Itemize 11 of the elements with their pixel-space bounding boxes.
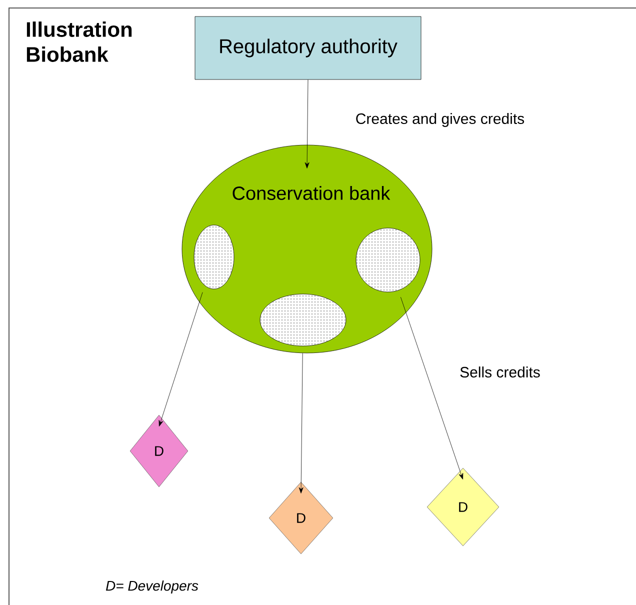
authority-box: Regulatory authority xyxy=(194,16,422,80)
note: D= Developers xyxy=(106,580,198,594)
title: Illustration Biobank xyxy=(26,22,132,62)
edge-label: Creates and gives credits xyxy=(354,112,526,128)
dotted-ellipse xyxy=(194,224,234,290)
arrow xyxy=(400,296,464,480)
dotted-ellipse xyxy=(260,294,346,346)
dotted-ellipse xyxy=(356,228,420,292)
edge-label: Sells credits xyxy=(458,366,542,378)
arrow xyxy=(304,80,310,168)
arrow xyxy=(298,353,304,494)
